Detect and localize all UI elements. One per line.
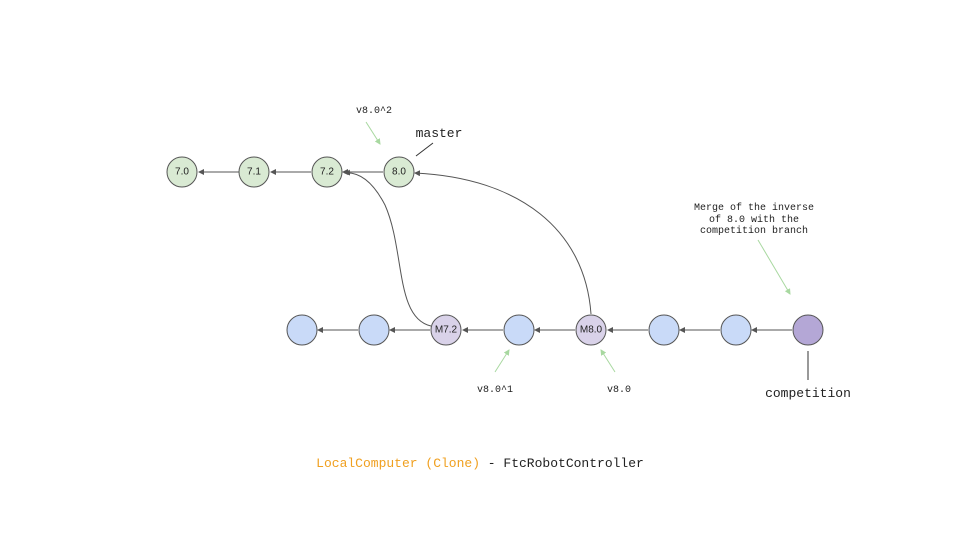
- commit-circle: [648, 314, 680, 346]
- commit-node-b4: [648, 314, 680, 346]
- tag-label-v80: v8.0: [607, 385, 631, 396]
- commit-label: M8.0: [580, 325, 603, 336]
- commit-label: 7.0: [175, 167, 189, 178]
- pointer-arrow-v80-2: [365, 121, 381, 145]
- commit-circle: [311, 156, 343, 188]
- commit-circle: [503, 314, 535, 346]
- caption-location: LocalComputer (Clone): [316, 456, 480, 471]
- commit-node-b3: [503, 314, 535, 346]
- merge-m72-to-72: [344, 169, 432, 327]
- tag-label-v80-2: v8.0^2: [356, 106, 392, 117]
- commit-label: 7.2: [320, 167, 334, 178]
- commit-node-7-2: 7.2: [311, 156, 343, 188]
- commit-node-b5: [720, 314, 752, 346]
- commit-circle: [286, 314, 318, 346]
- commit-node-7-1: 7.1: [238, 156, 270, 188]
- commit-circle: [358, 314, 390, 346]
- commit-circle: [430, 314, 462, 346]
- commit-node-7-0: 7.0: [166, 156, 198, 188]
- commit-circle: [575, 314, 607, 346]
- merge-note-line-2: of 8.0 with the: [709, 214, 799, 226]
- pointer-arrow-v80: [600, 349, 616, 373]
- caption-repo: - FtcRobotController: [480, 456, 644, 471]
- merge-note-line-1: Merge of the inverse: [694, 202, 814, 214]
- pointer-arrow-v80-1: [494, 349, 510, 373]
- pointer-arrow-merge: [757, 239, 791, 295]
- commit-circle: [720, 314, 752, 346]
- commit-label: 7.1: [247, 167, 261, 178]
- commit-circle: [238, 156, 270, 188]
- commit-circle: [166, 156, 198, 188]
- commit-circle: [792, 314, 824, 346]
- commit-node-b1: [286, 314, 318, 346]
- commit-node-m7-2: M7.2: [430, 314, 462, 346]
- merge-m80-to-80: [414, 170, 592, 315]
- commit-node-competition-head: [792, 314, 824, 346]
- master-ref-line: [415, 142, 434, 157]
- commit-node-m8-0: M8.0: [575, 314, 607, 346]
- merge-note-line-3: competition branch: [700, 225, 808, 237]
- branch-label-master: master: [416, 126, 463, 141]
- commit-node-b2: [358, 314, 390, 346]
- tag-label-v80-1: v8.0^1: [477, 385, 513, 396]
- branch-label-competition: competition: [765, 386, 851, 401]
- commit-label: 8.0: [392, 167, 406, 178]
- commit-label: M7.2: [435, 325, 458, 336]
- diagram-caption: LocalComputer (Clone) - FtcRobotControll…: [0, 456, 960, 471]
- commit-node-8-0: 8.0: [383, 156, 415, 188]
- commit-circle: [383, 156, 415, 188]
